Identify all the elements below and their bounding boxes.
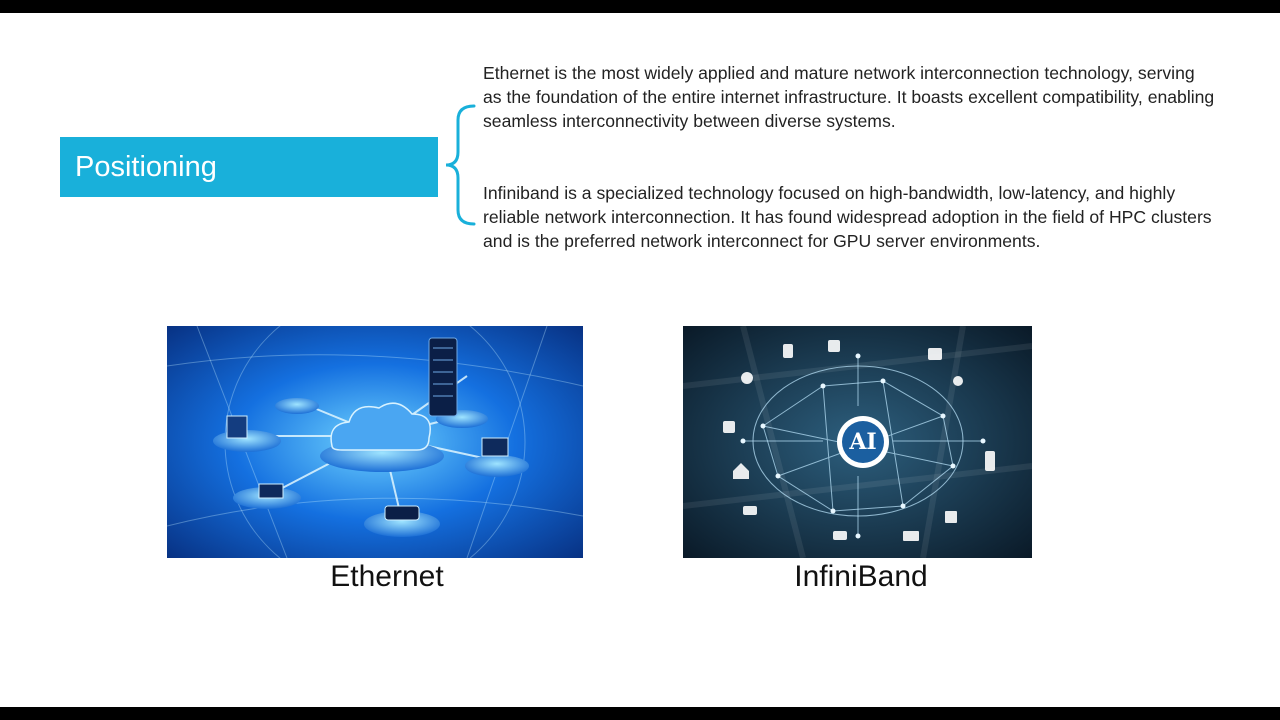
top-letterbox-bar bbox=[0, 0, 1280, 13]
ethernet-image bbox=[167, 326, 583, 558]
infiniband-caption: InfiniBand bbox=[794, 560, 928, 593]
ethernet-description: Ethernet is the most widely applied and … bbox=[483, 63, 1215, 131]
bottom-letterbox-bar bbox=[0, 707, 1280, 720]
infiniband-description: Infiniband is a specialized technology f… bbox=[483, 183, 1212, 251]
infiniband-image: AI bbox=[683, 326, 1032, 558]
curly-brace-icon bbox=[445, 104, 476, 226]
ai-badge-label: AI bbox=[849, 429, 877, 455]
network-cloud-icon bbox=[167, 326, 583, 558]
positioning-label: Positioning bbox=[60, 137, 438, 197]
ai-brain-network-icon bbox=[683, 326, 1032, 558]
ethernet-caption: Ethernet bbox=[330, 560, 444, 593]
